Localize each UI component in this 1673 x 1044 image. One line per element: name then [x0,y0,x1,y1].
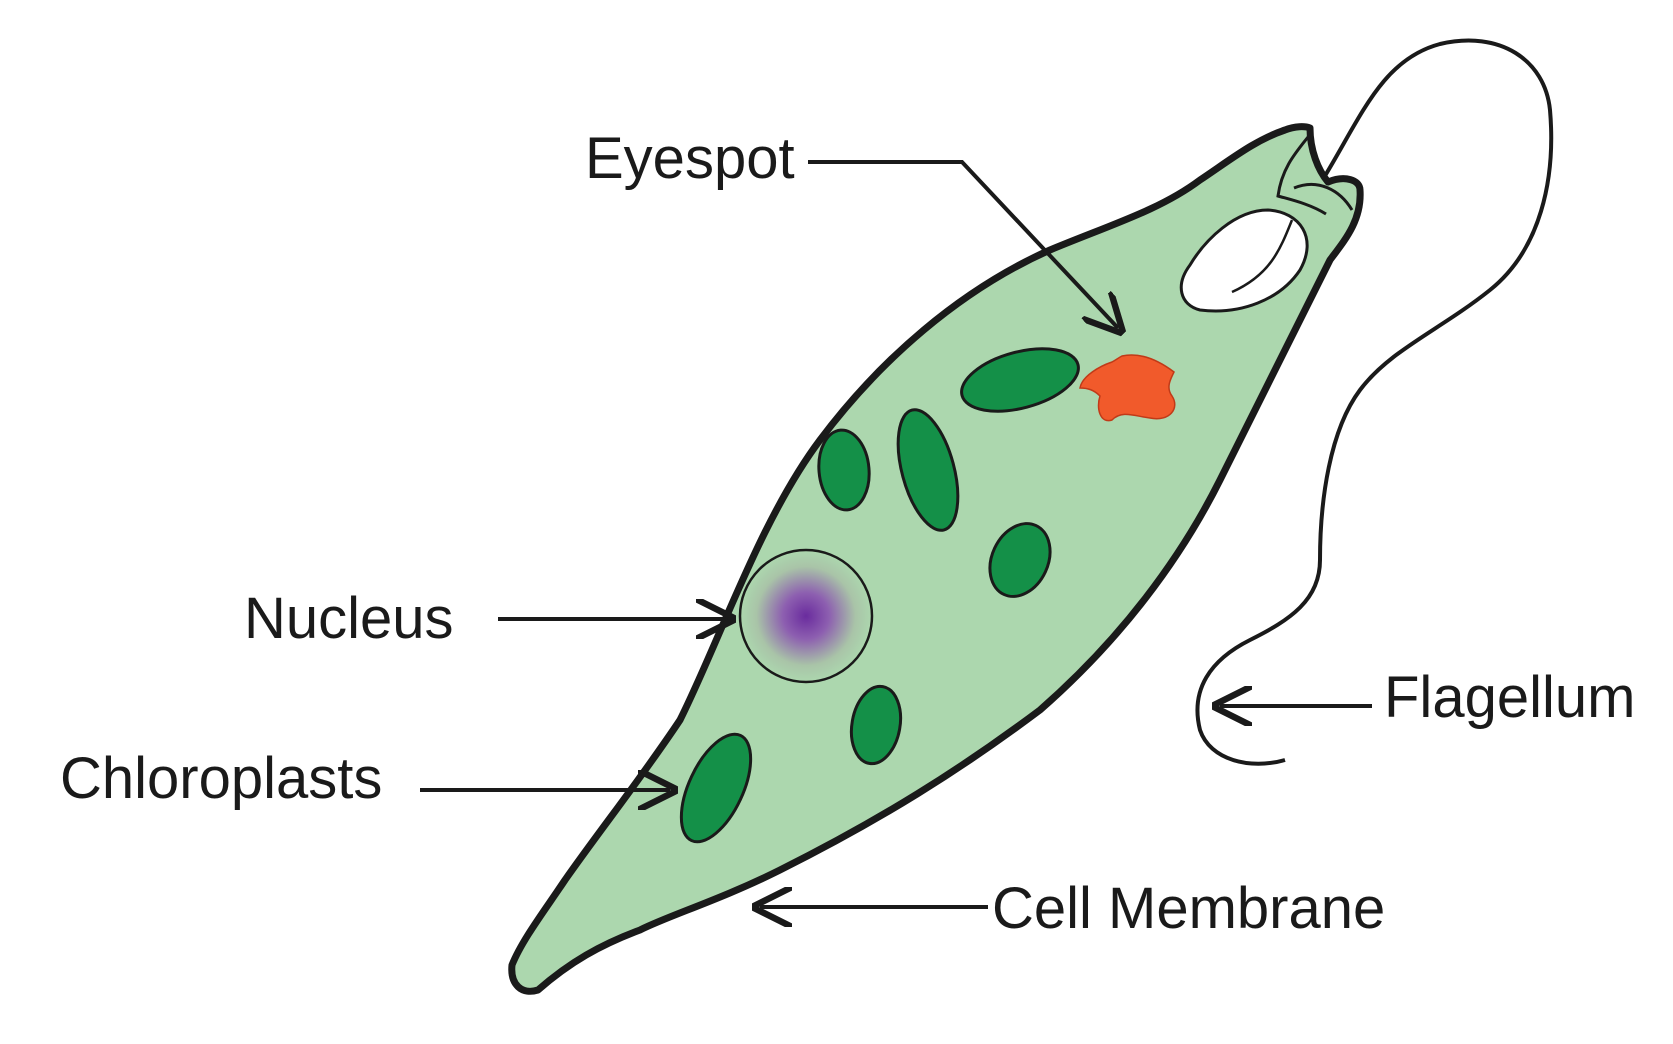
label-eyespot: Eyespot [585,126,795,191]
label-chloroplasts: Chloroplasts [60,746,382,811]
label-cell-membrane: Cell Membrane [992,876,1385,941]
label-flagellum: Flagellum [1384,665,1635,730]
nucleus-shape [740,550,872,682]
label-nucleus: Nucleus [244,586,454,651]
